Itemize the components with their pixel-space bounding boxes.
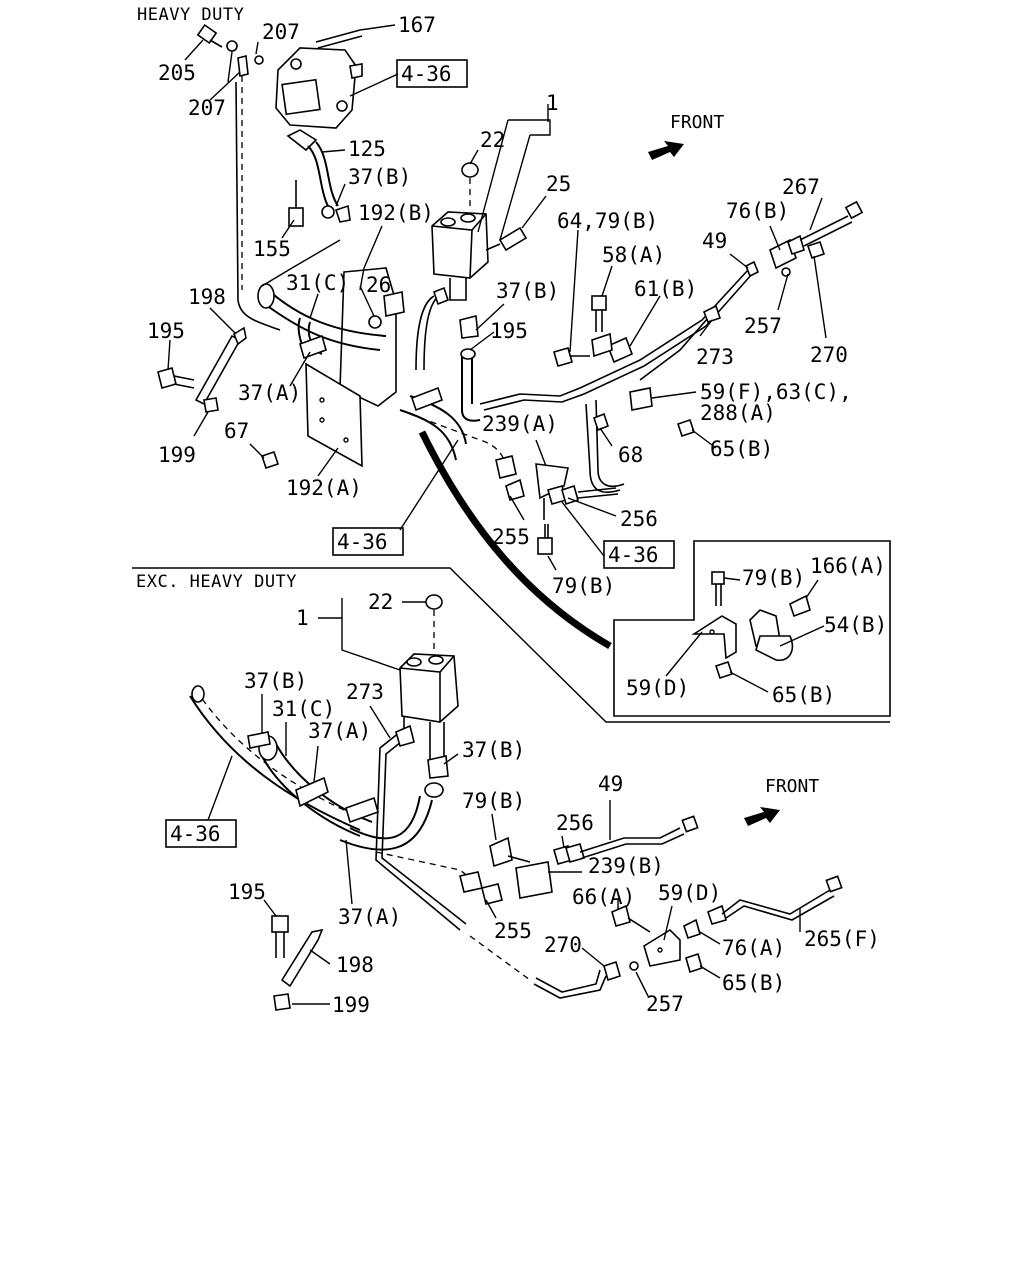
callout-label: 37(B): [348, 165, 411, 189]
callout-label: 155: [253, 237, 291, 261]
callout-label: 125: [348, 137, 386, 161]
callout-label: 273: [346, 680, 384, 704]
callout-label: 49: [598, 772, 623, 796]
callout-label: 255: [494, 919, 532, 943]
callout-label: 79(B): [462, 789, 525, 813]
callout-label: 195: [490, 319, 528, 343]
callout-label: 26: [366, 273, 391, 297]
callout-label: 205: [158, 61, 196, 85]
exc-heavy-duty-assembly: [189, 594, 843, 1011]
callout-label: 22: [368, 590, 393, 614]
callout-label: 22: [480, 128, 505, 152]
callout-label: 37(A): [238, 381, 301, 405]
reference-box: 4-36: [165, 819, 237, 848]
callout-label: 199: [332, 993, 370, 1017]
callout-label: 65(B): [710, 437, 773, 461]
leader-lines: [167, 24, 827, 1005]
section-title-exc-heavy-duty: EXC. HEAVY DUTY: [136, 572, 297, 592]
callout-label: 199: [158, 443, 196, 467]
callout-label: 207: [262, 20, 300, 44]
callout-label: 257: [744, 314, 782, 338]
callout-label: 239(A): [482, 412, 558, 436]
callout-labels: 205 207 207 167 125 37(B) 155 192(B) 22 …: [147, 13, 887, 1017]
callout-label: 198: [336, 953, 374, 977]
front-label-top: FRONT: [670, 112, 724, 133]
section-title-heavy-duty: HEAVY DUTY: [137, 5, 244, 25]
callout-label: 54(B): [824, 613, 887, 637]
callout-label: 239(B): [588, 854, 664, 878]
callout-label: 59(F),63(C),: [700, 380, 852, 404]
callout-label: 66(A): [572, 885, 635, 909]
svg-text:4-36: 4-36: [337, 530, 388, 554]
callout-label: 166(A): [810, 554, 886, 578]
heavy-duty-assembly: [157, 23, 864, 650]
front-label-bottom: FRONT: [765, 776, 819, 797]
rod-198: [194, 334, 242, 406]
svg-text:4-36: 4-36: [608, 543, 659, 567]
callout-label: 58(A): [602, 243, 665, 267]
callout-label: 1: [296, 606, 309, 630]
callout-label: 79(B): [742, 566, 805, 590]
callout-label: 64,79(B): [557, 209, 658, 233]
section-divider: [132, 567, 890, 723]
callout-label: 79(B): [552, 574, 615, 598]
callout-label: 256: [620, 507, 658, 531]
callout-label: 31(C): [286, 271, 349, 295]
callout-label: 76(A): [722, 936, 785, 960]
callout-label: 270: [810, 343, 848, 367]
reference-box: 4-36: [396, 59, 468, 88]
callout-label: 59(D): [626, 676, 689, 700]
front-arrow-top: FRONT: [648, 112, 724, 160]
callout-label: 37(A): [338, 905, 401, 929]
callout-label: 207: [188, 96, 226, 120]
callout-label: 198: [188, 285, 226, 309]
callout-label: 65(B): [722, 971, 785, 995]
callout-label: 256: [556, 811, 594, 835]
callout-label: 255: [492, 525, 530, 549]
reference-box: 4-36: [332, 527, 404, 556]
reservoir: [399, 653, 459, 723]
callout-label: 267: [782, 175, 820, 199]
callout-label: 61(B): [634, 277, 697, 301]
callout-label: 59(D): [658, 881, 721, 905]
callout-label: 257: [646, 992, 684, 1016]
detail-inset: [613, 540, 891, 717]
callout-label: 25: [546, 172, 571, 196]
callout-label: 65(B): [772, 683, 835, 707]
callout-label: 270: [544, 933, 582, 957]
callout-label: 288(A): [700, 401, 776, 425]
callout-label: 37(A): [308, 719, 371, 743]
front-arrow-bottom: FRONT: [744, 776, 819, 826]
front-arrow-icon: [648, 141, 684, 160]
callout-label: 273: [696, 345, 734, 369]
callout-label: 192(A): [286, 476, 362, 500]
callout-label: 195: [147, 319, 185, 343]
front-arrow-icon: [744, 807, 780, 826]
callout-label: 67: [224, 419, 249, 443]
callout-label: 195: [228, 880, 266, 904]
callout-label: 192(B): [358, 201, 434, 225]
callout-label: 37(B): [496, 279, 559, 303]
clamp-61b: [606, 336, 634, 364]
callout-label: 167: [398, 13, 436, 37]
reference-box: 4-36: [603, 540, 675, 569]
callout-label: 265(F): [804, 927, 880, 951]
callout-label: 37(B): [244, 669, 307, 693]
callout-label: 76(B): [726, 199, 789, 223]
callout-label: 49: [702, 229, 727, 253]
callout-label: 68: [618, 443, 643, 467]
svg-text:4-36: 4-36: [170, 822, 221, 846]
callout-label: 31(C): [272, 697, 335, 721]
callout-label: 1: [546, 91, 559, 115]
svg-text:4-36: 4-36: [401, 62, 452, 86]
callout-label: 37(B): [462, 738, 525, 762]
